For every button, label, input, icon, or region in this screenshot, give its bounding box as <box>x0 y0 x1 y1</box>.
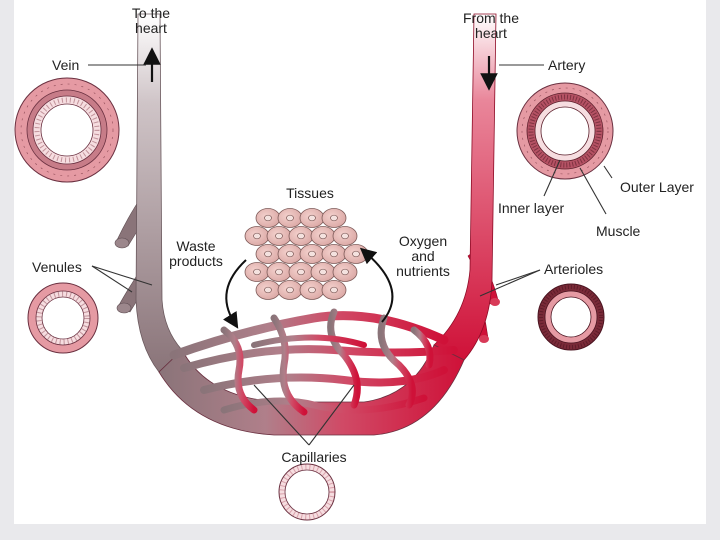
vessel-system <box>114 13 500 436</box>
cell-nucleus <box>297 232 305 240</box>
cell-nucleus <box>319 232 327 240</box>
cell-nucleus <box>330 214 338 222</box>
artery-trunk <box>433 13 497 361</box>
tissue-cell-cluster <box>244 208 369 300</box>
cell-nucleus <box>308 250 316 258</box>
cell-nucleus <box>264 286 272 294</box>
from-heart-label-line1: From the <box>463 10 519 26</box>
cell-nucleus <box>319 268 327 276</box>
cell-nucleus <box>297 268 305 276</box>
arterioles-label: Arterioles <box>544 261 603 277</box>
waste-label-line1: Waste <box>176 238 215 254</box>
venule-cross-section <box>27 282 99 354</box>
cell-nucleus <box>264 250 272 258</box>
cell-nucleus <box>330 286 338 294</box>
circulation-diagram: To the heart From the heart Vein Artery … <box>14 5 694 521</box>
oxygen-label-line2: and <box>411 248 434 264</box>
vein-cross-section <box>14 77 120 183</box>
cell-nucleus <box>308 286 316 294</box>
cell-nucleus <box>341 268 349 276</box>
oxygen-label-line1: Oxygen <box>399 233 447 249</box>
waste-arrow-icon <box>222 259 247 329</box>
capillaries-label: Capillaries <box>281 449 346 465</box>
arteriole-cross-section <box>537 283 605 351</box>
cell-nucleus <box>352 250 360 258</box>
diagram-canvas: To the heart From the heart Vein Artery … <box>14 0 706 524</box>
venules-label: Venules <box>32 259 82 275</box>
to-heart-label-line1: To the <box>132 5 170 21</box>
cell-nucleus <box>264 214 272 222</box>
capillary-bed-base <box>158 344 465 436</box>
vein-label: Vein <box>52 57 79 73</box>
leader-lines <box>88 64 613 446</box>
cell-nucleus <box>286 214 294 222</box>
cell-nucleus <box>308 214 316 222</box>
cell-nucleus <box>286 286 294 294</box>
cell-nucleus <box>330 250 338 258</box>
capillary-cross-section <box>278 463 336 521</box>
labels: To the heart From the heart Vein Artery … <box>32 5 694 465</box>
inner-layer-label: Inner layer <box>498 200 564 216</box>
cell-nucleus <box>275 232 283 240</box>
capillary-network <box>169 308 458 416</box>
cell-nucleus <box>253 232 261 240</box>
cell-nucleus <box>286 250 294 258</box>
artery-cross-section <box>516 82 614 180</box>
cell-nucleus <box>275 268 283 276</box>
waste-label-line2: products <box>169 253 223 269</box>
outer-layer-label: Outer Layer <box>620 179 694 195</box>
artery-label: Artery <box>548 57 585 73</box>
cell-nucleus <box>253 268 261 276</box>
oxygen-label-line3: nutrients <box>396 263 450 279</box>
to-heart-label-line2: heart <box>135 20 167 36</box>
tissues-label: Tissues <box>286 185 334 201</box>
oxygen-arrow-icon <box>359 247 394 323</box>
from-heart-label-line2: heart <box>475 25 507 41</box>
cell-nucleus <box>341 232 349 240</box>
vein-trunk <box>135 13 183 373</box>
muscle-label: Muscle <box>596 223 641 239</box>
